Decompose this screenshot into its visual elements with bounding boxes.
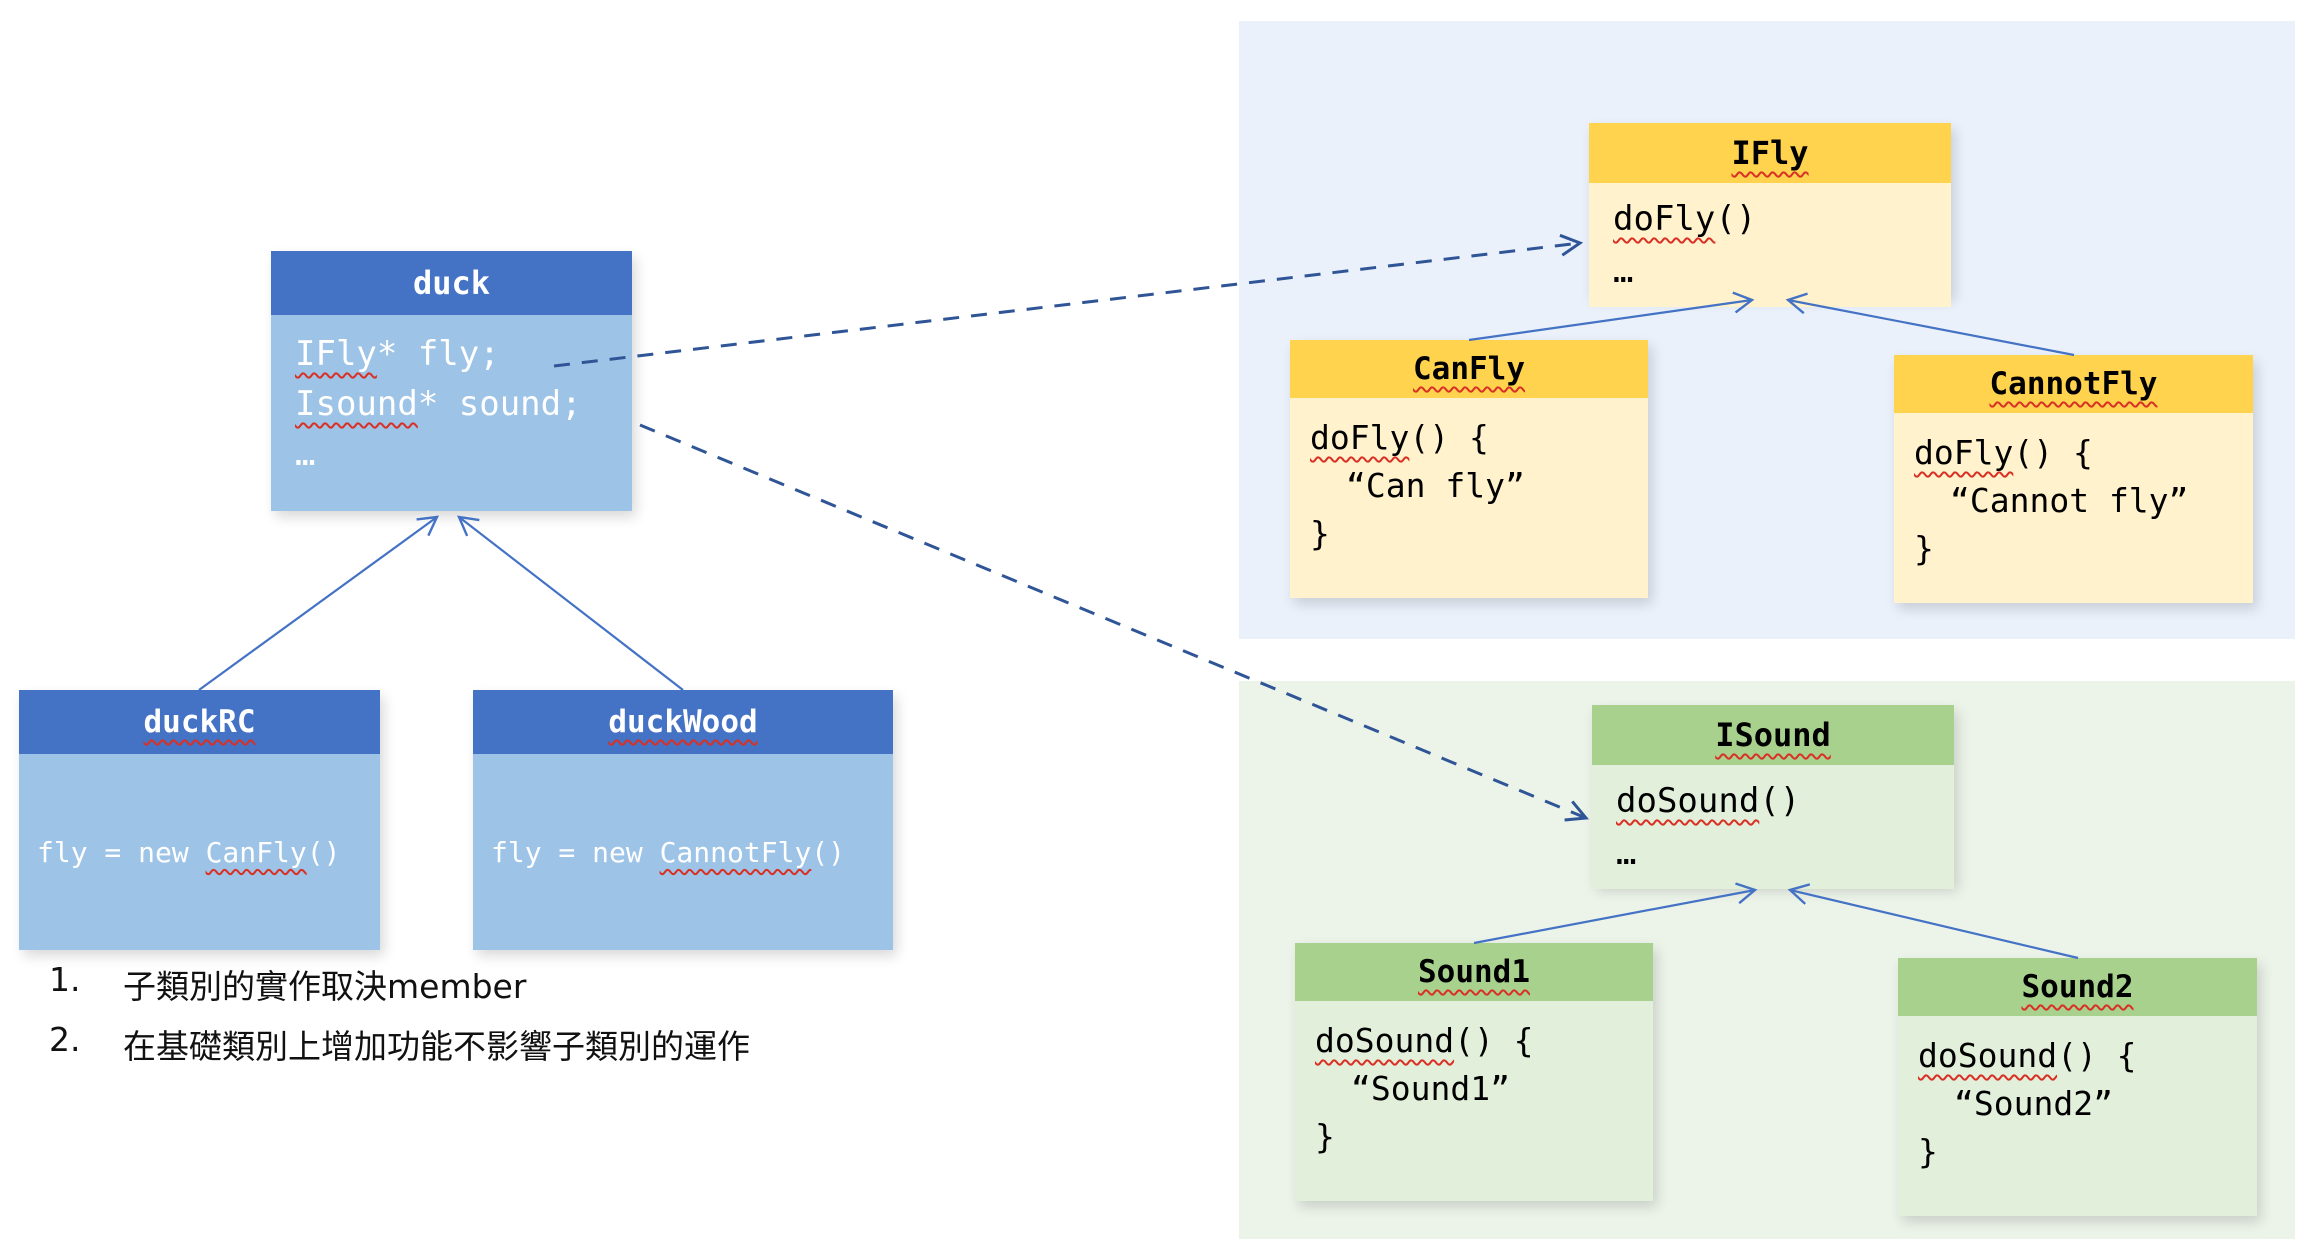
method-suffix: () {	[2057, 1036, 2137, 1075]
method-name-dosound: doSound	[1616, 781, 1760, 821]
class-box-duckrc: duckRC fly = new CanFly()	[19, 690, 380, 950]
class-box-sound1: Sound1 doSound() { “Sound1” }	[1295, 943, 1653, 1201]
class-header-cannotfly: CannotFly	[1894, 355, 2253, 413]
method-suffix: () {	[1409, 418, 1489, 457]
note-number: 2.	[49, 1020, 81, 1059]
field-line-fly: IFly* fly;	[295, 329, 608, 379]
note-text: 在基礎類別上增加功能不影響子類別的運作	[123, 1027, 750, 1066]
class-title-sound2: Sound2	[2021, 969, 2134, 1005]
method-suffix: ()	[1715, 199, 1757, 239]
class-box-isound: ISound doSound() …	[1592, 705, 1954, 889]
note-number: 1.	[49, 960, 81, 999]
class-box-canfly: CanFly doFly() { “Can fly” }	[1290, 340, 1648, 598]
method-suffix: ()	[1759, 781, 1801, 821]
inheritance-arrow-duckwood-to-duck	[457, 515, 684, 691]
class-body-sound2: doSound() { “Sound2” }	[1898, 1016, 2257, 1216]
field-rest-fly: * fly;	[376, 334, 500, 374]
ellipsis-isound: …	[1616, 833, 1637, 873]
assignment-line-duckwood: fly = new CannotFly()	[491, 836, 845, 869]
class-body-duckrc: fly = new CanFly()	[19, 754, 380, 950]
ellipsis-ifly: …	[1613, 251, 1634, 291]
assignment-class-canfly: CanFly	[205, 835, 307, 869]
class-title-duck: duck	[412, 264, 491, 302]
note-item-1: 1. 子類別的實作取決member	[49, 960, 750, 1008]
class-box-cannotfly: CannotFly doFly() { “Cannot fly” }	[1894, 355, 2253, 603]
class-header-canfly: CanFly	[1290, 340, 1648, 398]
class-header-ifly: IFly	[1589, 123, 1951, 183]
field-line-sound: Isound* sound;	[295, 379, 608, 429]
class-body-duck: IFly* fly; Isound* sound; …	[271, 315, 632, 511]
field-rest-sound: * sound;	[417, 384, 582, 424]
assignment-prefix: fly = new	[37, 835, 206, 869]
class-title-ifly: IFly	[1731, 134, 1809, 172]
class-title-canfly: CanFly	[1413, 351, 1525, 387]
method-line-dofly: doFly()	[1613, 193, 1927, 245]
class-box-duck: duck IFly* fly; Isound* sound; …	[271, 251, 632, 511]
note-item-2: 2. 在基礎類別上增加功能不影響子類別的運作	[49, 1020, 750, 1068]
inheritance-arrow-duckrc-to-duck	[198, 515, 439, 691]
closing-brace: }	[1310, 514, 1330, 553]
closing-brace: }	[1315, 1117, 1335, 1156]
class-title-duckwood: duckWood	[608, 704, 758, 740]
class-body-isound: doSound() …	[1592, 765, 1954, 889]
closing-brace: }	[1914, 529, 1934, 568]
notes-list: 1. 子類別的實作取決member 2. 在基礎類別上增加功能不影響子類別的運作	[49, 960, 750, 1080]
method-return-string: “Can fly”	[1346, 466, 1525, 505]
class-header-sound2: Sound2	[1898, 958, 2257, 1016]
assignment-class-cannotfly: CannotFly	[659, 835, 812, 869]
assignment-prefix: fly = new	[491, 835, 660, 869]
class-body-duckwood: fly = new CannotFly()	[473, 754, 893, 950]
class-body-ifly: doFly() …	[1589, 183, 1951, 307]
class-header-duckwood: duckWood	[473, 690, 893, 754]
method-return-string: “Sound2”	[1954, 1084, 2113, 1123]
class-header-isound: ISound	[1592, 705, 1954, 765]
class-title-cannotfly: CannotFly	[1989, 366, 2158, 402]
method-line-dofly: doFly() {	[1310, 414, 1628, 462]
class-title-sound1: Sound1	[1418, 954, 1530, 990]
method-name-dosound: doSound	[1918, 1036, 2058, 1075]
field-type-ifly: IFly	[295, 334, 377, 374]
class-box-ifly: IFly doFly() …	[1589, 123, 1951, 307]
assignment-suffix: ()	[306, 835, 341, 869]
note-text: 子類別的實作取決member	[123, 967, 527, 1006]
method-name-dofly: doFly	[1914, 433, 2014, 472]
class-header-sound1: Sound1	[1295, 943, 1653, 1001]
method-suffix: () {	[2013, 433, 2093, 472]
assignment-suffix: ()	[811, 835, 846, 869]
method-line-dosound: doSound() {	[1918, 1032, 2237, 1080]
field-type-isound: Isound	[295, 384, 418, 424]
method-name-dofly: doFly	[1613, 199, 1716, 239]
class-header-duck: duck	[271, 251, 632, 315]
class-title-isound: ISound	[1715, 716, 1831, 754]
method-name-dosound: doSound	[1315, 1021, 1455, 1060]
closing-brace: }	[1918, 1132, 1938, 1171]
method-suffix: () {	[1454, 1021, 1534, 1060]
class-box-duckwood: duckWood fly = new CannotFly()	[473, 690, 893, 950]
assignment-line-duckrc: fly = new CanFly()	[37, 836, 340, 869]
class-body-sound1: doSound() { “Sound1” }	[1295, 1001, 1653, 1201]
class-body-canfly: doFly() { “Can fly” }	[1290, 398, 1648, 598]
method-line-dosound: doSound() {	[1315, 1017, 1633, 1065]
ellipsis-duck: …	[295, 434, 316, 474]
method-name-dofly: doFly	[1310, 418, 1410, 457]
method-line-dofly: doFly() {	[1914, 429, 2233, 477]
class-header-duckrc: duckRC	[19, 690, 380, 754]
class-title-duckrc: duckRC	[143, 704, 256, 740]
method-return-string: “Sound1”	[1351, 1069, 1510, 1108]
class-box-sound2: Sound2 doSound() { “Sound2” }	[1898, 958, 2257, 1216]
method-line-dosound: doSound()	[1616, 775, 1930, 827]
method-return-string: “Cannot fly”	[1950, 481, 2189, 520]
class-body-cannotfly: doFly() { “Cannot fly” }	[1894, 413, 2253, 603]
